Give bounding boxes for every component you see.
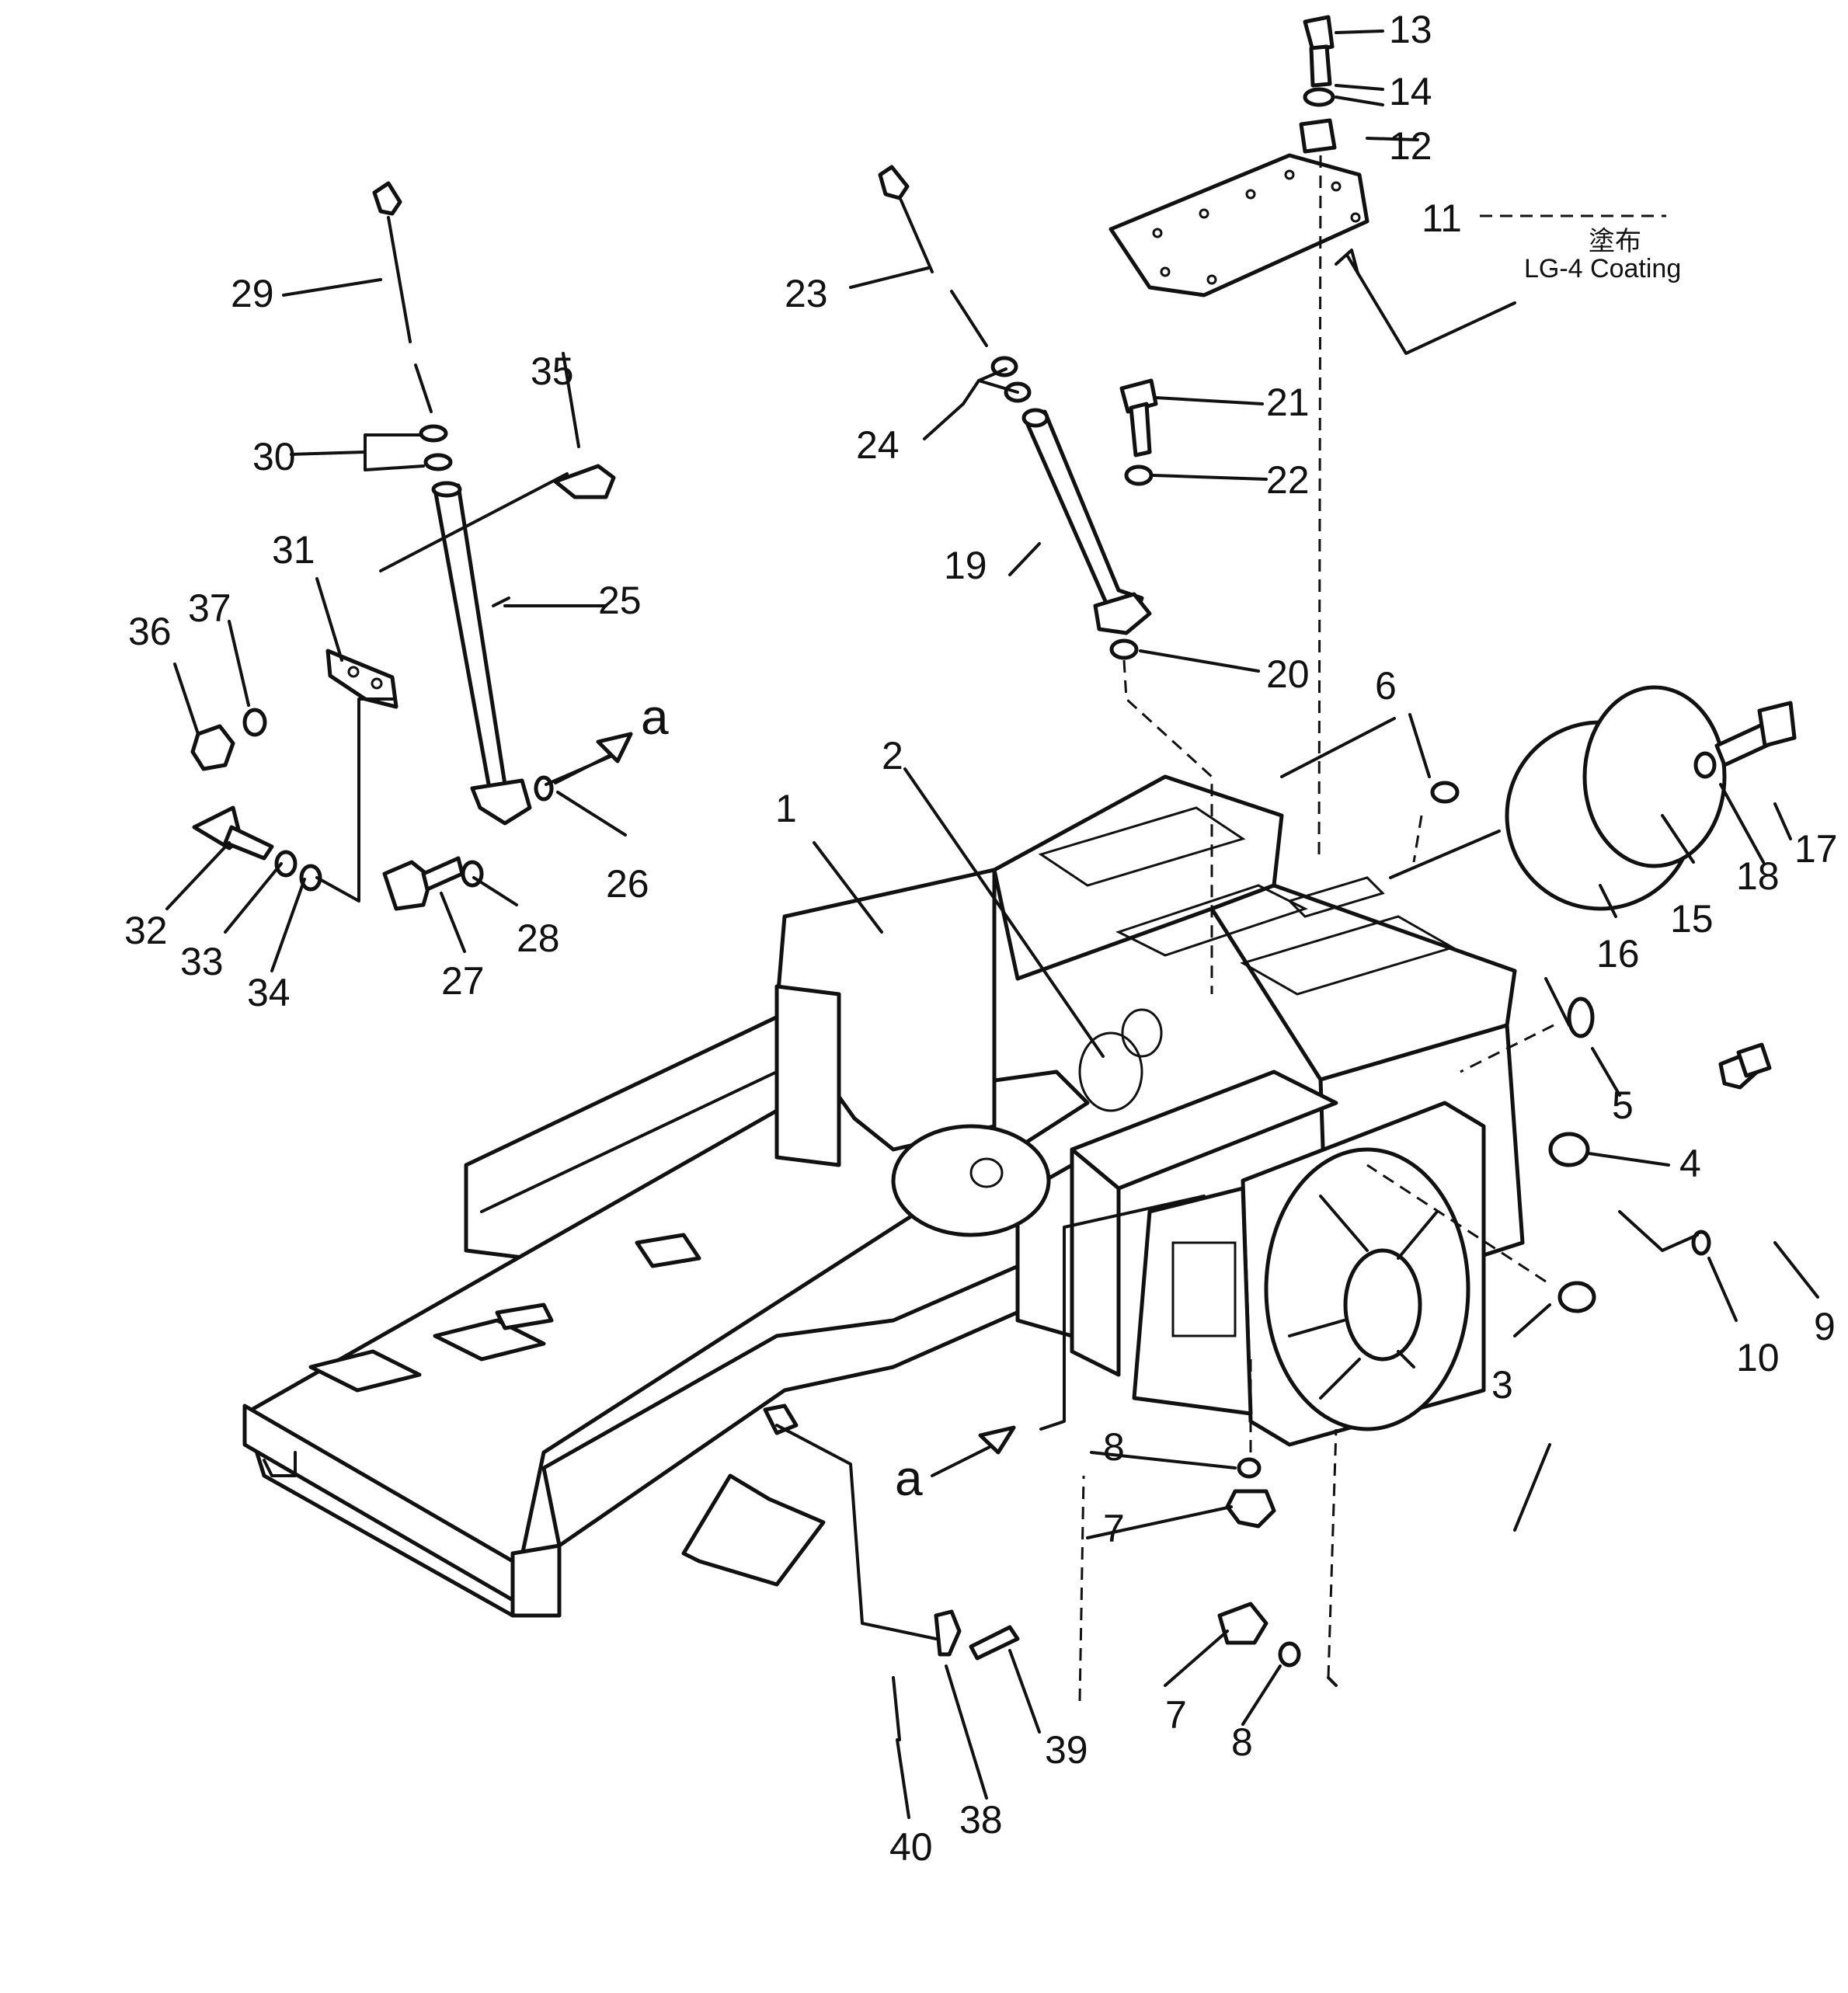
part-callouts: 1 2 3 4 5 6 7 7 8 8 9 10 11 12 13 14 15 … xyxy=(124,8,1838,1869)
left-dipstick-assembly xyxy=(190,181,616,911)
callout-9: 9 xyxy=(1814,1305,1836,1348)
callout-8a: 8 xyxy=(1103,1425,1125,1469)
callout-29: 29 xyxy=(231,272,274,315)
callout-19: 19 xyxy=(944,544,987,587)
center-filler-assembly xyxy=(878,165,1158,660)
coating-note-japanese: 塗布 xyxy=(1589,227,1641,256)
callout-33: 33 xyxy=(180,940,224,983)
callout-39: 39 xyxy=(1045,1728,1088,1772)
callout-18: 18 xyxy=(1736,854,1780,898)
callout-26: 26 xyxy=(606,862,649,906)
callout-7b: 7 xyxy=(1165,1693,1187,1737)
callout-14: 14 xyxy=(1389,70,1432,113)
callout-38: 38 xyxy=(959,1798,1003,1842)
callout-3: 3 xyxy=(1491,1363,1513,1407)
callout-32: 32 xyxy=(124,909,168,952)
callout-8b: 8 xyxy=(1231,1720,1253,1764)
callout-34: 34 xyxy=(247,971,291,1014)
callout-22: 22 xyxy=(1266,458,1310,502)
callout-40: 40 xyxy=(889,1825,933,1869)
main-frame xyxy=(242,774,1525,1618)
callout-16: 16 xyxy=(1596,932,1640,976)
callout-4: 4 xyxy=(1679,1142,1701,1185)
callout-2: 2 xyxy=(882,734,903,777)
callout-37: 37 xyxy=(188,586,231,630)
leader-lines xyxy=(165,30,1819,1819)
callout-1: 1 xyxy=(775,787,797,830)
callout-5: 5 xyxy=(1612,1083,1634,1127)
callout-23: 23 xyxy=(785,272,828,315)
callout-30: 30 xyxy=(252,435,296,478)
callout-24: 24 xyxy=(856,423,900,467)
callout-36: 36 xyxy=(128,610,172,653)
callout-11: 11 xyxy=(1422,197,1462,240)
callout-13: 13 xyxy=(1389,8,1432,51)
coating-note: 塗布 LG-4 Coating xyxy=(1524,227,1681,283)
callout-6: 6 xyxy=(1375,664,1397,708)
callout-35: 35 xyxy=(531,350,574,393)
callout-10: 10 xyxy=(1736,1336,1780,1379)
lower-pin-parts xyxy=(892,1609,1020,1741)
callout-20: 20 xyxy=(1266,652,1310,696)
right-side-parts xyxy=(1217,685,1797,1668)
view-marker-a-lower: a xyxy=(895,1450,923,1506)
callout-25: 25 xyxy=(598,579,642,622)
callout-15: 15 xyxy=(1670,897,1714,941)
coating-note-english: LG-4 Coating xyxy=(1524,254,1681,283)
view-markers: a a xyxy=(641,689,923,1506)
callout-28: 28 xyxy=(517,917,560,960)
callout-12: 12 xyxy=(1389,124,1432,168)
view-marker-a-upper: a xyxy=(641,689,669,745)
callout-21: 21 xyxy=(1266,381,1310,424)
top-cover-assembly xyxy=(1108,15,1369,297)
callout-7a: 7 xyxy=(1103,1507,1125,1550)
callout-17: 17 xyxy=(1794,827,1838,871)
callout-27: 27 xyxy=(441,959,485,1003)
callout-31: 31 xyxy=(272,528,315,572)
